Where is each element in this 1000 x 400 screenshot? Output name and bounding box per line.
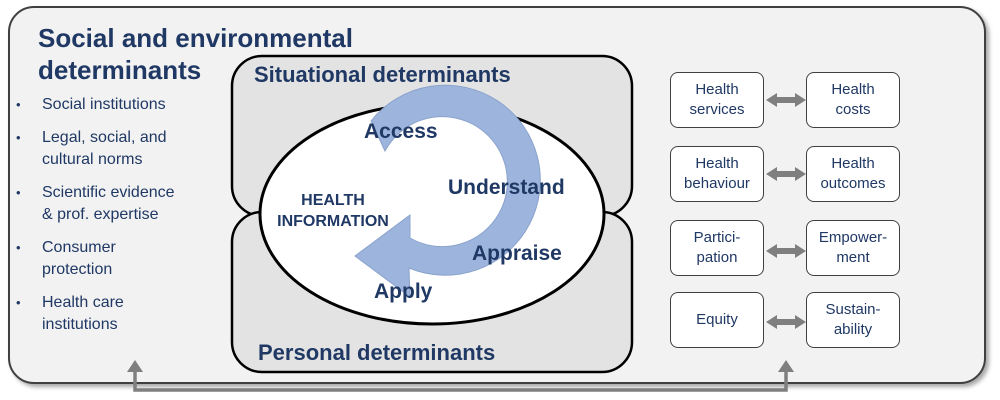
feedback-connector — [133, 370, 788, 392]
health-services-box: Health services — [670, 72, 764, 128]
double-arrow — [766, 93, 806, 107]
list-item: Consumer protection — [16, 237, 226, 281]
list-item: Scientific evidence & prof. expertise — [16, 182, 226, 226]
health-information-label: HEALTH INFORMATION — [277, 192, 389, 230]
social-environmental-title: Social and environmental determinants — [38, 23, 353, 85]
cycle-arrow — [354, 84, 541, 299]
step-apply: Apply — [374, 280, 433, 303]
step-understand: Understand — [448, 176, 565, 199]
participation-box: Partici- pation — [670, 220, 764, 276]
list-item: Legal, social, and cultural norms — [16, 127, 226, 171]
situational-title: Situational determinants — [254, 62, 511, 87]
feedback-arrowhead-left — [127, 360, 143, 372]
empowerment-box: Empower- ment — [806, 220, 900, 276]
personal-title: Personal determinants — [258, 340, 496, 365]
sustainability-box: Sustain- ability — [806, 292, 900, 348]
feedback-arrowhead-right — [778, 360, 794, 372]
step-access: Access — [364, 120, 438, 143]
equity-box: Equity — [670, 292, 764, 348]
list-item: Health care institutions — [16, 292, 226, 336]
step-appraise: Appraise — [472, 242, 562, 265]
double-arrow — [766, 315, 806, 329]
health-behaviour-box: Health behaviour — [670, 146, 764, 202]
list-item: Social institutions — [16, 94, 226, 116]
health-outcomes-box: Health outcomes — [806, 146, 900, 202]
social-determinants-list: Social institutions Legal, social, and c… — [16, 94, 226, 347]
double-arrow — [766, 167, 806, 181]
health-costs-box: Health costs — [806, 72, 900, 128]
double-arrow — [766, 244, 806, 258]
